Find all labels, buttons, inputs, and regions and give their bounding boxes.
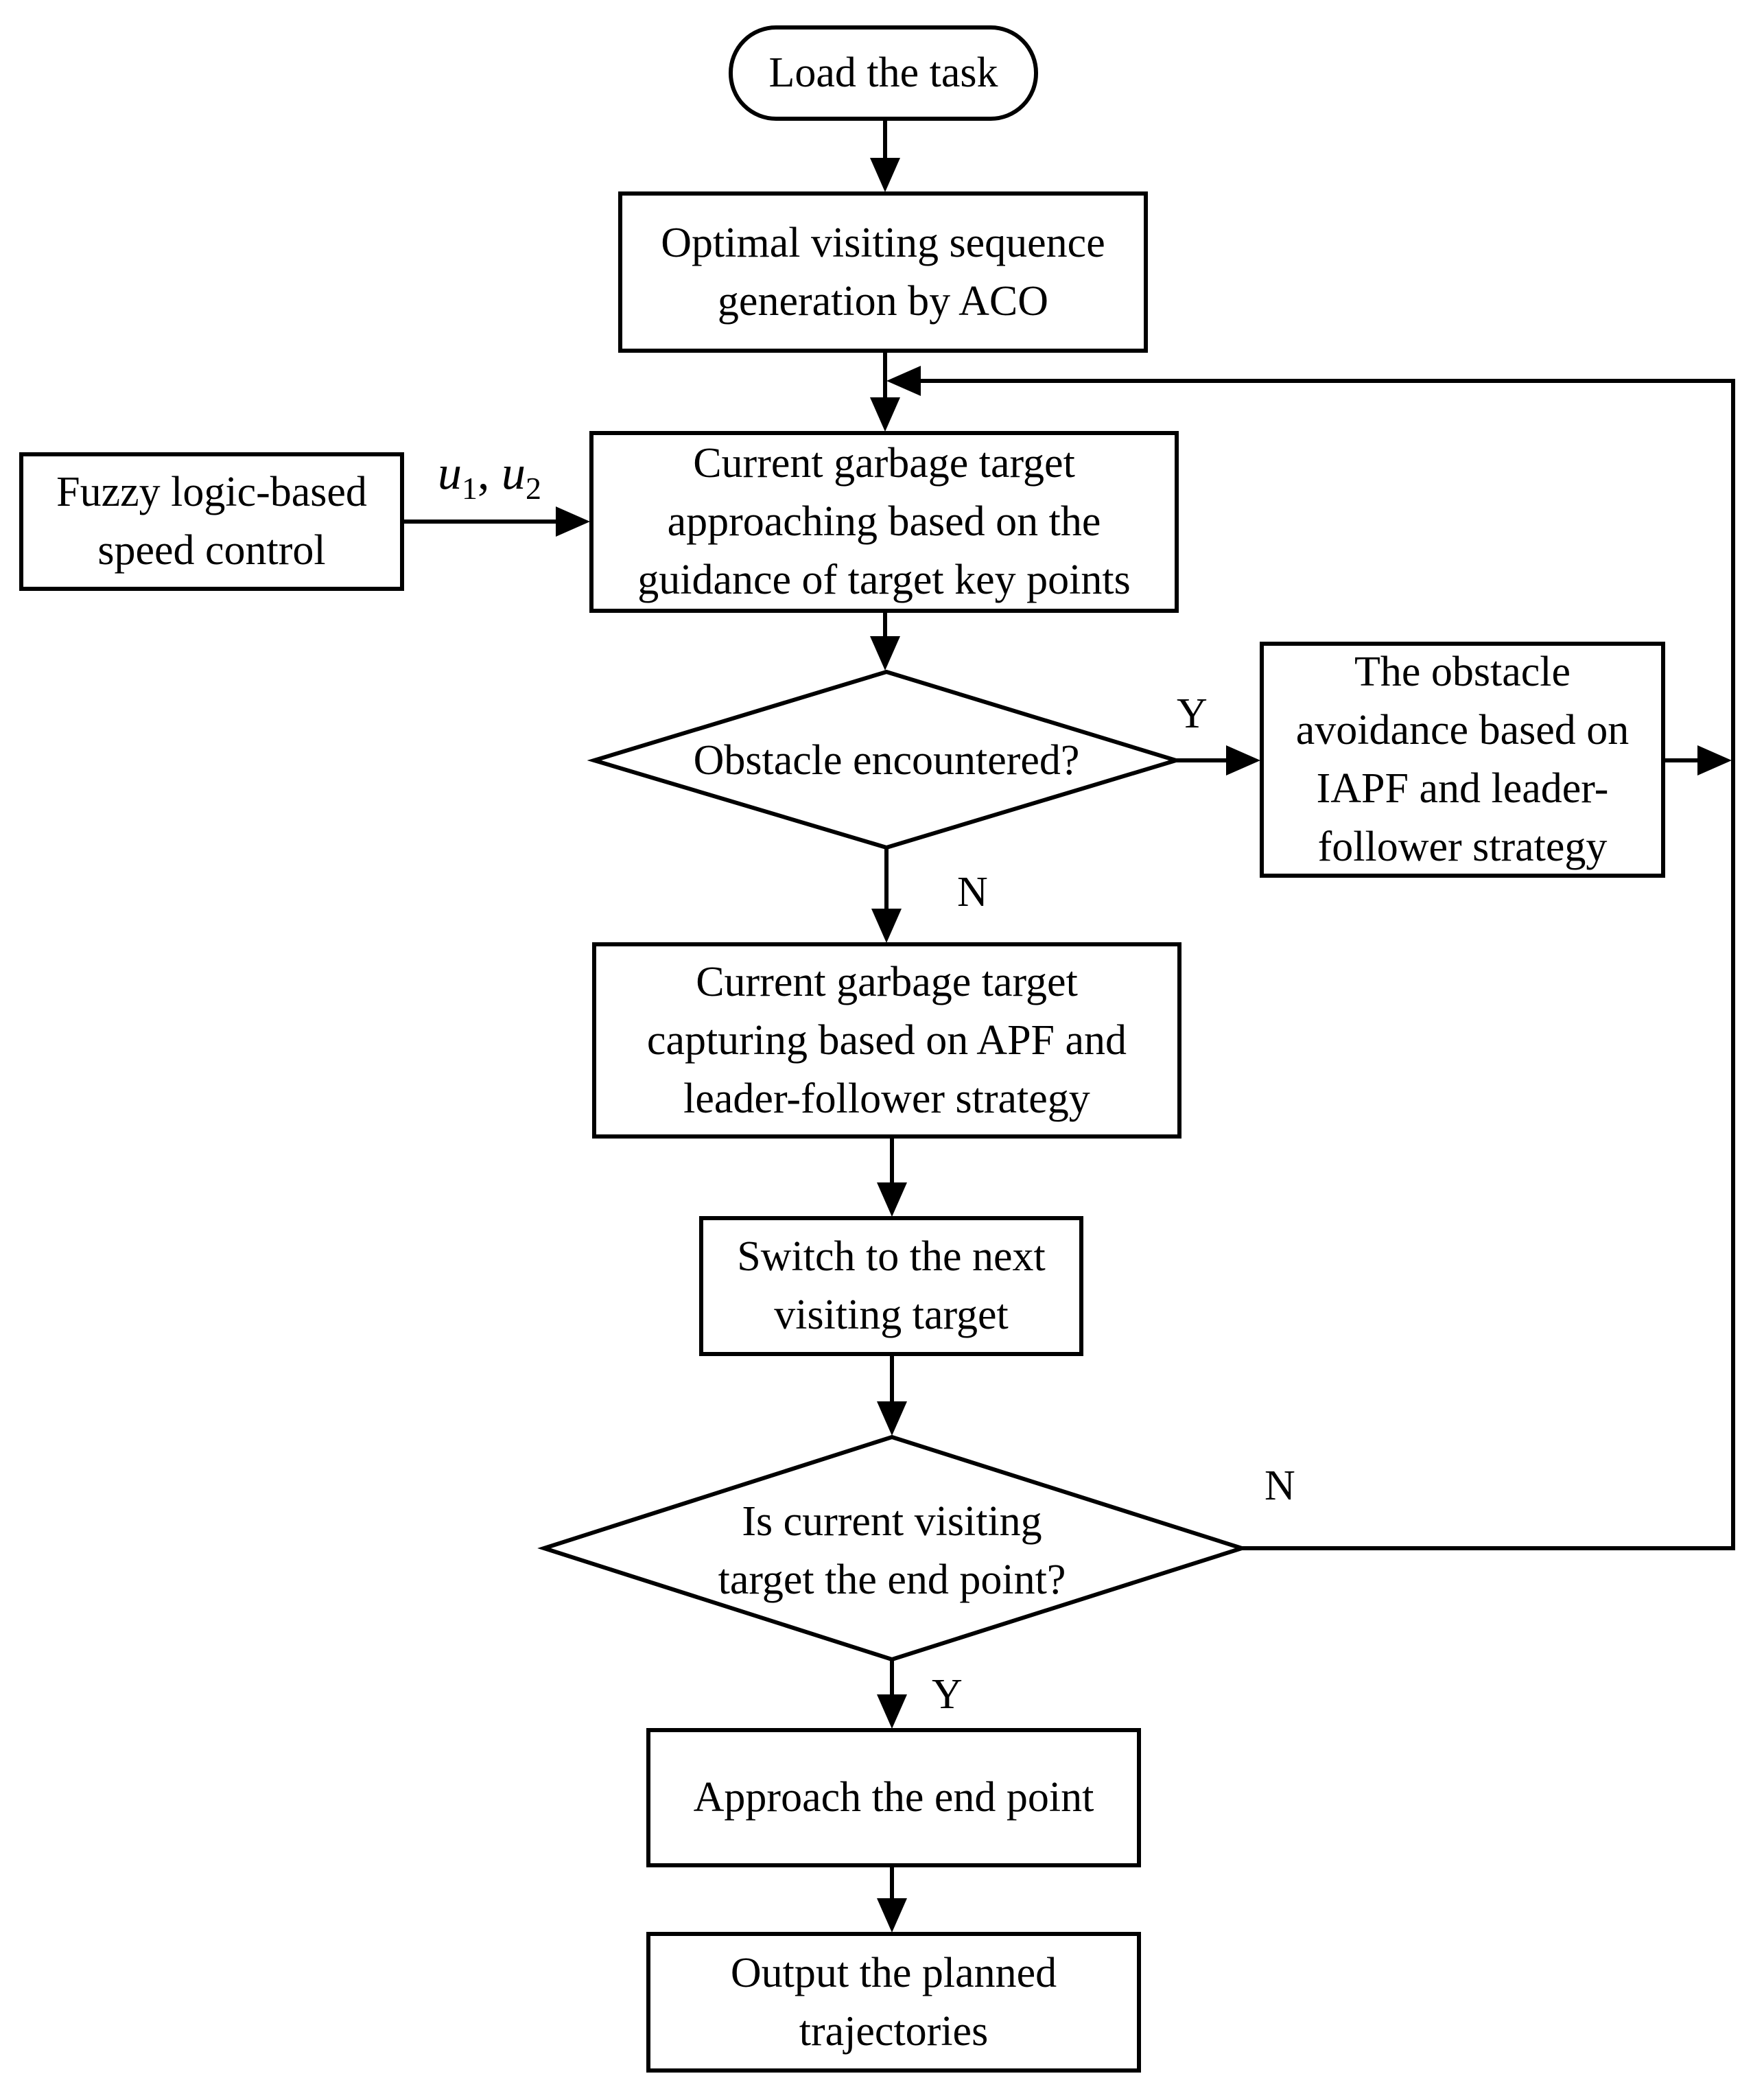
avoidance-box: [1260, 642, 1665, 878]
capture-box: [592, 942, 1181, 1139]
switch-box: [699, 1216, 1083, 1356]
obstacle-yes-label: Y: [1177, 690, 1208, 737]
approach-end-box: [646, 1728, 1141, 1867]
avoidance-line-3: IAPF and leader-: [1316, 765, 1609, 812]
start-label: Load the task: [731, 27, 1036, 119]
switch-label: Switch to the next visiting target: [701, 1218, 1081, 1354]
avoidance-label: The obstacle avoidance based on IAPF and…: [1262, 644, 1663, 876]
arrowhead: [877, 1898, 907, 1933]
arrowhead: [877, 1401, 907, 1436]
u2-symbol: u: [502, 447, 526, 500]
avoidance-line-2: avoidance based on: [1295, 707, 1630, 754]
approach-target-box: [589, 431, 1179, 613]
arrowhead: [1226, 745, 1260, 775]
switch-line-2: visiting target: [774, 1292, 1009, 1338]
speed-signals-label: u1, u2: [438, 446, 541, 516]
u2-subscript: 2: [526, 471, 541, 506]
output-label: Output the planned trajectories: [648, 1934, 1139, 2070]
arrowhead: [886, 366, 921, 396]
arrowhead: [870, 636, 900, 670]
arrowhead: [877, 1182, 907, 1217]
avoidance-line-4: follower strategy: [1317, 824, 1608, 870]
edge-end-no-loop: [918, 379, 1735, 1550]
obstacle-decision-label: Obstacle encountered?: [618, 721, 1155, 800]
arrowhead: [870, 158, 900, 192]
aco-box: [618, 191, 1148, 353]
fuzzy-label: Fuzzy logic-based speed control: [21, 454, 402, 589]
obstacle-no-label: N: [957, 869, 988, 915]
signal-separator: ,: [478, 447, 502, 500]
fuzzy-line-1: Fuzzy logic-based: [56, 469, 367, 515]
arrowhead: [1697, 745, 1732, 775]
approach-target-line-2: approaching based on the: [667, 498, 1101, 545]
arrowhead: [871, 909, 902, 943]
end-no-label: N: [1265, 1462, 1295, 1509]
aco-line-1: Optimal visiting sequence: [661, 219, 1105, 266]
capture-line-1: Current garbage target: [696, 958, 1078, 1005]
fuzzy-line-2: speed control: [97, 527, 326, 574]
capture-label: Current garbage target capturing based o…: [594, 944, 1179, 1136]
approach-end-text: Approach the end point: [693, 1774, 1094, 1821]
end-decision-label: Is current visiting target the end point…: [652, 1493, 1132, 1609]
approach-target-line-3: guidance of target key points: [637, 557, 1131, 603]
arrowhead: [870, 397, 900, 432]
end-yes-label: Y: [932, 1671, 963, 1718]
aco-label: Optimal visiting sequence generation by …: [620, 194, 1146, 351]
connectors: [402, 119, 1735, 1933]
obstacle-decision-text: Obstacle encountered?: [693, 736, 1080, 784]
end-decision-line-1: Is current visiting: [742, 1498, 1042, 1545]
avoidance-line-1: The obstacle: [1354, 649, 1571, 695]
switch-line-1: Switch to the next: [737, 1233, 1046, 1280]
output-line-2: trajectories: [799, 2007, 989, 2055]
output-box: [646, 1932, 1141, 2073]
approach-target-line-1: Current garbage target: [693, 440, 1075, 487]
aco-line-2: generation by ACO: [717, 277, 1049, 325]
output-line-1: Output the planned: [730, 1949, 1057, 1996]
fuzzy-box: [19, 452, 404, 591]
capture-line-2: capturing based on APF and: [646, 1016, 1127, 1064]
u1-symbol: u: [438, 447, 462, 500]
arrowhead: [877, 1694, 907, 1729]
u1-subscript: 1: [462, 471, 478, 506]
start-text: Load the task: [768, 49, 998, 96]
approach-target-label: Current garbage target approaching based…: [591, 433, 1177, 611]
arrowhead: [556, 506, 590, 537]
approach-end-label: Approach the end point: [648, 1730, 1139, 1865]
capture-line-3: leader-follower strategy: [683, 1075, 1090, 1122]
end-decision-line-2: target the end point?: [718, 1556, 1066, 1603]
